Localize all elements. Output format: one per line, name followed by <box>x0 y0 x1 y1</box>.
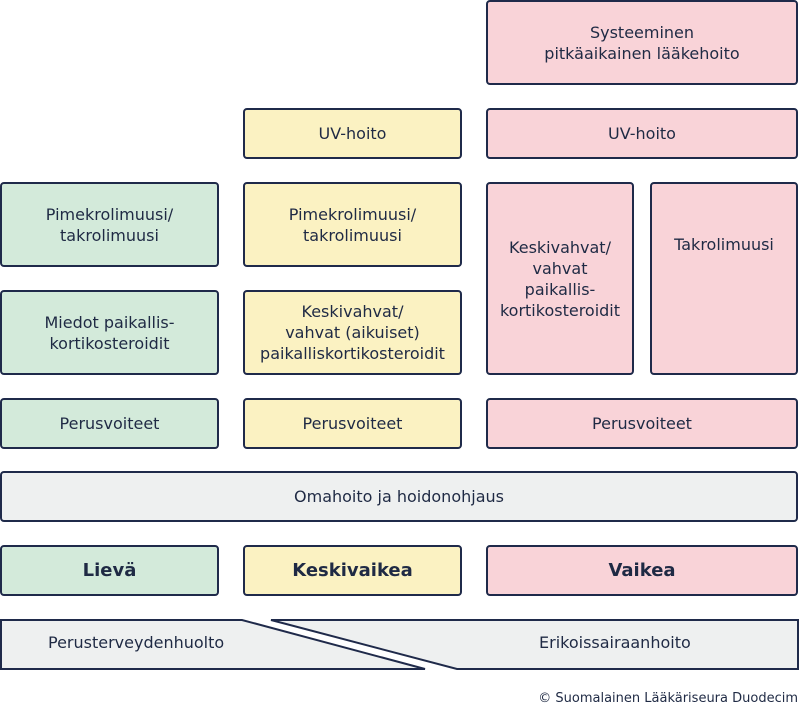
box-systemic-longterm-medication: Systeeminen pitkäaikainen lääkehoito <box>486 0 798 85</box>
box-pimecrolimus-mild: Pimekrolimuusi/ takrolimuusi <box>0 182 219 267</box>
box-uv-therapy-severe: UV-hoito <box>486 108 798 159</box>
severity-moderate: Keskivaikea <box>243 545 462 596</box>
specialist-care-shape <box>270 619 799 670</box>
severity-mild: Lievä <box>0 545 219 596</box>
box-self-care: Omahoito ja hoidonohjaus <box>0 471 798 522</box>
primary-care-shape <box>0 619 426 670</box>
severity-severe: Vaikea <box>486 545 798 596</box>
box-corticosteroids-severe: Keskivahvat/ vahvat paikallis- kortikost… <box>486 182 634 375</box>
box-mild-corticosteroids: Miedot paikallis- kortikosteroidit <box>0 290 219 375</box>
box-tacrolimus-severe: Takrolimuusi <box>650 182 798 375</box>
box-moderate-corticosteroids: Keskivahvat/ vahvat (aikuiset) paikallis… <box>243 290 462 375</box>
box-pimecrolimus-moderate: Pimekrolimuusi/ takrolimuusi <box>243 182 462 267</box>
box-emollients-moderate: Perusvoiteet <box>243 398 462 449</box>
copyright-notice: © Suomalainen Lääkäriseura Duodecim <box>538 691 798 706</box>
care-level-bar <box>0 619 799 670</box>
specialist-care-label: Erikoissairaanhoito <box>539 633 691 652</box>
box-emollients-mild: Perusvoiteet <box>0 398 219 449</box>
box-emollients-severe: Perusvoiteet <box>486 398 798 449</box>
primary-care-label: Perusterveydenhuolto <box>48 633 225 652</box>
box-uv-therapy-moderate: UV-hoito <box>243 108 462 159</box>
